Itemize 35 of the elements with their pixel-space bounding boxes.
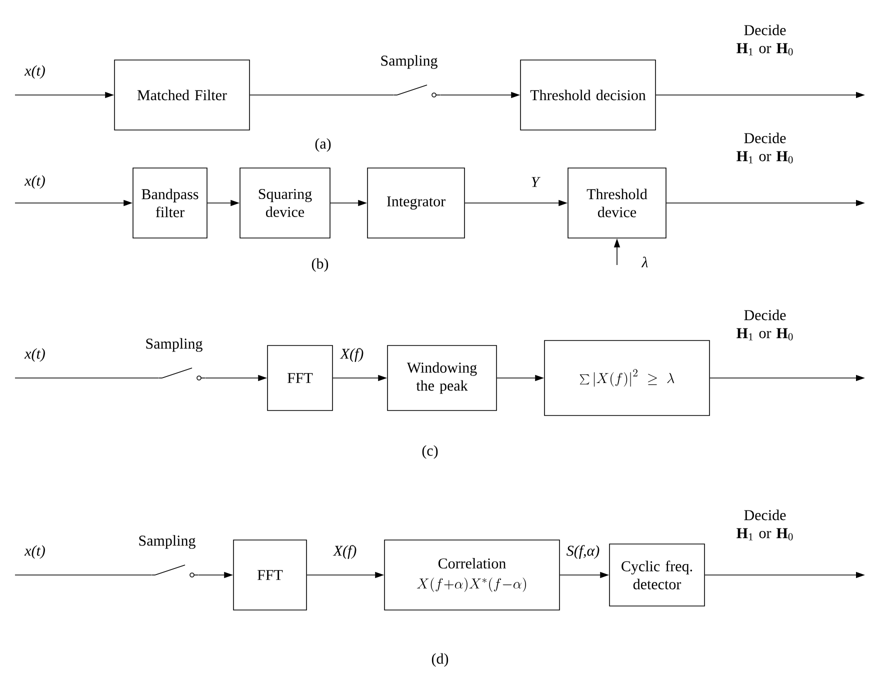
process-box: Bandpass filter xyxy=(132,168,208,238)
process-box: Matched Filter xyxy=(114,60,250,130)
process-box: Threshold decision xyxy=(520,60,656,130)
panel-caption: (a) xyxy=(315,138,331,152)
edge-label: S(f,α) xyxy=(566,545,600,559)
panel-caption: (c) xyxy=(422,445,438,459)
edge-label: Decide H$_{1}$ or H$_{0}$ xyxy=(736,24,793,56)
edge-label: x(t) xyxy=(24,348,45,362)
edge-label: x(t) xyxy=(24,545,45,559)
process-box: Windowing the peak xyxy=(387,345,497,411)
sampling-switch: Sampling xyxy=(381,55,440,98)
process-box: FFT xyxy=(233,540,307,610)
sampling-switch: Sampling xyxy=(139,535,198,578)
process-box: Integrator xyxy=(367,168,465,238)
edge-label: Y xyxy=(532,177,540,187)
node-label: Sampling xyxy=(139,535,196,549)
edge-label: λ xyxy=(641,256,648,268)
sampling-switch: Sampling xyxy=(146,338,206,380)
process-box: Correlation $X(f{+}\alpha)X^{*}(f{-}\alpha)$ xyxy=(384,540,560,610)
edge-label: Decide H$_{1}$ or H$_{0}$ xyxy=(736,132,793,164)
edge-label: x(t) xyxy=(24,175,45,189)
edge-label: x(t) xyxy=(24,65,45,79)
process-box: $\sum\left|X(f)\right|^{2}\geq\lambda$ xyxy=(544,340,710,416)
process-box: Threshold device xyxy=(568,168,666,238)
panel-caption: (d) xyxy=(432,653,448,667)
node-label: Sampling xyxy=(381,55,438,69)
edge-label: X(f) xyxy=(332,545,356,559)
node-label: Sampling xyxy=(146,338,202,352)
edge-label: Decide H$_{1}$ or H$_{0}$ xyxy=(736,310,793,340)
panel-caption: (b) xyxy=(312,258,328,272)
process-box: Cyclic freq. detector xyxy=(609,544,705,606)
process-box: FFT xyxy=(267,345,333,411)
process-box: Squaring device xyxy=(240,168,330,238)
edge-label: X(f) xyxy=(340,348,364,362)
edge-label: Decide H$_{1}$ or H$_{0}$ xyxy=(736,510,793,540)
